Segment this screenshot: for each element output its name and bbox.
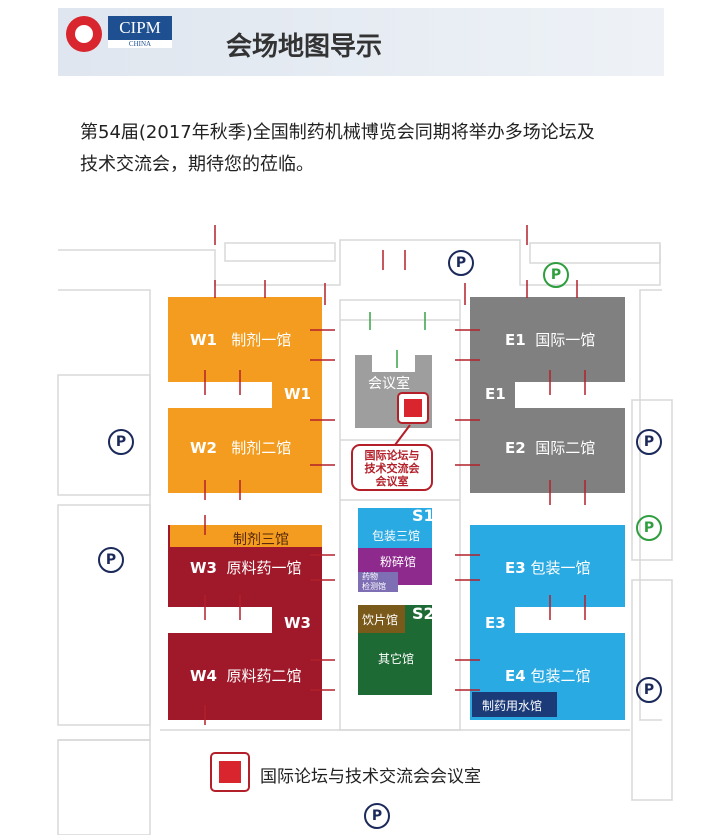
label-s2-code: S2 (412, 604, 435, 623)
page-title: 会场地图导示 (226, 32, 383, 62)
callout-line: 技术交流会 (364, 462, 420, 475)
callout-text: 国际论坛与技术交流会会议室 (352, 449, 432, 488)
hall-yinpian[interactable] (358, 605, 405, 633)
cipm-logo: CIPM CHINA (108, 16, 172, 48)
label-jiance: 药物检测馆 (362, 572, 386, 592)
label-water: 制药用水馆 (482, 699, 543, 713)
hall-water[interactable] (472, 692, 557, 717)
association-logo (66, 16, 102, 52)
legend-forum-icon (210, 752, 250, 792)
parking-icon: P (448, 250, 474, 276)
parking-icon: P (636, 429, 662, 455)
label-w2: W2 制剂二馆 (190, 439, 292, 457)
label-e4: E4 包装二馆 (505, 667, 591, 685)
legend-text: 国际论坛与技术交流会会议室 (260, 767, 481, 787)
intro-line-1: 第54届(2017年秋季)全国制药机械博览会同期将举办多场论坛及 (80, 122, 595, 143)
intro-line-2: 技术交流会，期待您的莅临。 (80, 154, 314, 175)
jiance-line: 药物 (362, 572, 378, 581)
hall-w1-w2[interactable] (168, 297, 322, 493)
logo-sub: CHINA (108, 40, 172, 48)
parking-icon: P (364, 803, 390, 829)
callout-box (351, 444, 433, 491)
parking-icon: P (636, 515, 662, 541)
label-w-strip: 制剂三馆 (233, 532, 289, 548)
parking-icon: P (636, 677, 662, 703)
label-e1-side: E1 (485, 385, 506, 403)
entrance-arrows (204, 225, 586, 725)
label-w4: W4 原料药二馆 (190, 667, 302, 685)
label-w1: W1 制剂一馆 (190, 331, 292, 349)
label-fensui: 粉碎馆 (380, 555, 417, 569)
hall-jiance[interactable] (358, 572, 398, 592)
label-e2: E2 国际二馆 (505, 439, 596, 457)
parking-icon: P (108, 429, 134, 455)
callout-line: 国际论坛与 (364, 449, 420, 462)
label-s2: 其它馆 (378, 652, 415, 666)
hall-s1[interactable] (358, 508, 432, 548)
hall-e1-e2[interactable] (470, 297, 625, 493)
logo-text: CIPM (119, 18, 161, 37)
label-w3-side: W3 (284, 614, 311, 632)
callout-line: 会议室 (375, 475, 409, 488)
label-meeting: 会议室 (368, 376, 410, 392)
label-e3: E3 包装一馆 (505, 559, 591, 577)
hall-w3-w4[interactable] (168, 525, 322, 720)
parking-icon: P (98, 547, 124, 573)
label-w3: W3 原料药一馆 (190, 559, 302, 577)
hall-e3-e4[interactable] (470, 525, 625, 720)
label-e3-side: E3 (485, 614, 506, 632)
label-w1-side: W1 (284, 385, 311, 403)
roads (57, 239, 673, 835)
label-s1-code: S1 (412, 506, 435, 525)
label-e1: E1 国际一馆 (505, 331, 596, 349)
label-s1: 包装三馆 (372, 529, 421, 543)
parking-icon: P (543, 262, 569, 288)
hall-w-strip[interactable] (170, 525, 322, 547)
exit-arrows (369, 312, 426, 368)
label-yinpian: 饮片馆 (362, 613, 399, 627)
jiance-line: 检测馆 (362, 582, 386, 591)
